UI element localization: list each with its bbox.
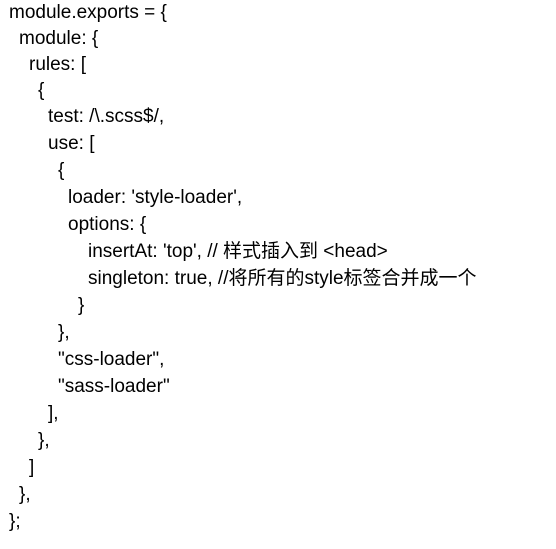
code-line: loader: 'style-loader', [68, 187, 243, 208]
code-line: "sass-loader" [58, 376, 170, 397]
code-line: { [58, 160, 65, 181]
code-line: ], [48, 403, 59, 424]
code-line: }, [58, 322, 70, 343]
code-line: module.exports = { [9, 2, 167, 23]
code-line: singleton: true, //将所有的style标签合并成一个 [88, 268, 477, 289]
code-line: }; [9, 511, 21, 532]
code-line: "css-loader", [58, 349, 165, 370]
code-line: } [78, 295, 85, 316]
code-line: use: [ [48, 133, 95, 154]
code-line: }, [38, 430, 50, 451]
code-line: module: { [19, 28, 99, 49]
code-line: test: /\.scss$/, [48, 106, 165, 127]
code-line: { [38, 80, 45, 101]
code-line: ] [29, 457, 35, 478]
code-line: options: { [68, 214, 147, 235]
code-line: insertAt: 'top', // 样式插入到 <head> [88, 241, 388, 262]
code-line: rules: [ [29, 54, 87, 75]
code-line: }, [19, 484, 31, 505]
